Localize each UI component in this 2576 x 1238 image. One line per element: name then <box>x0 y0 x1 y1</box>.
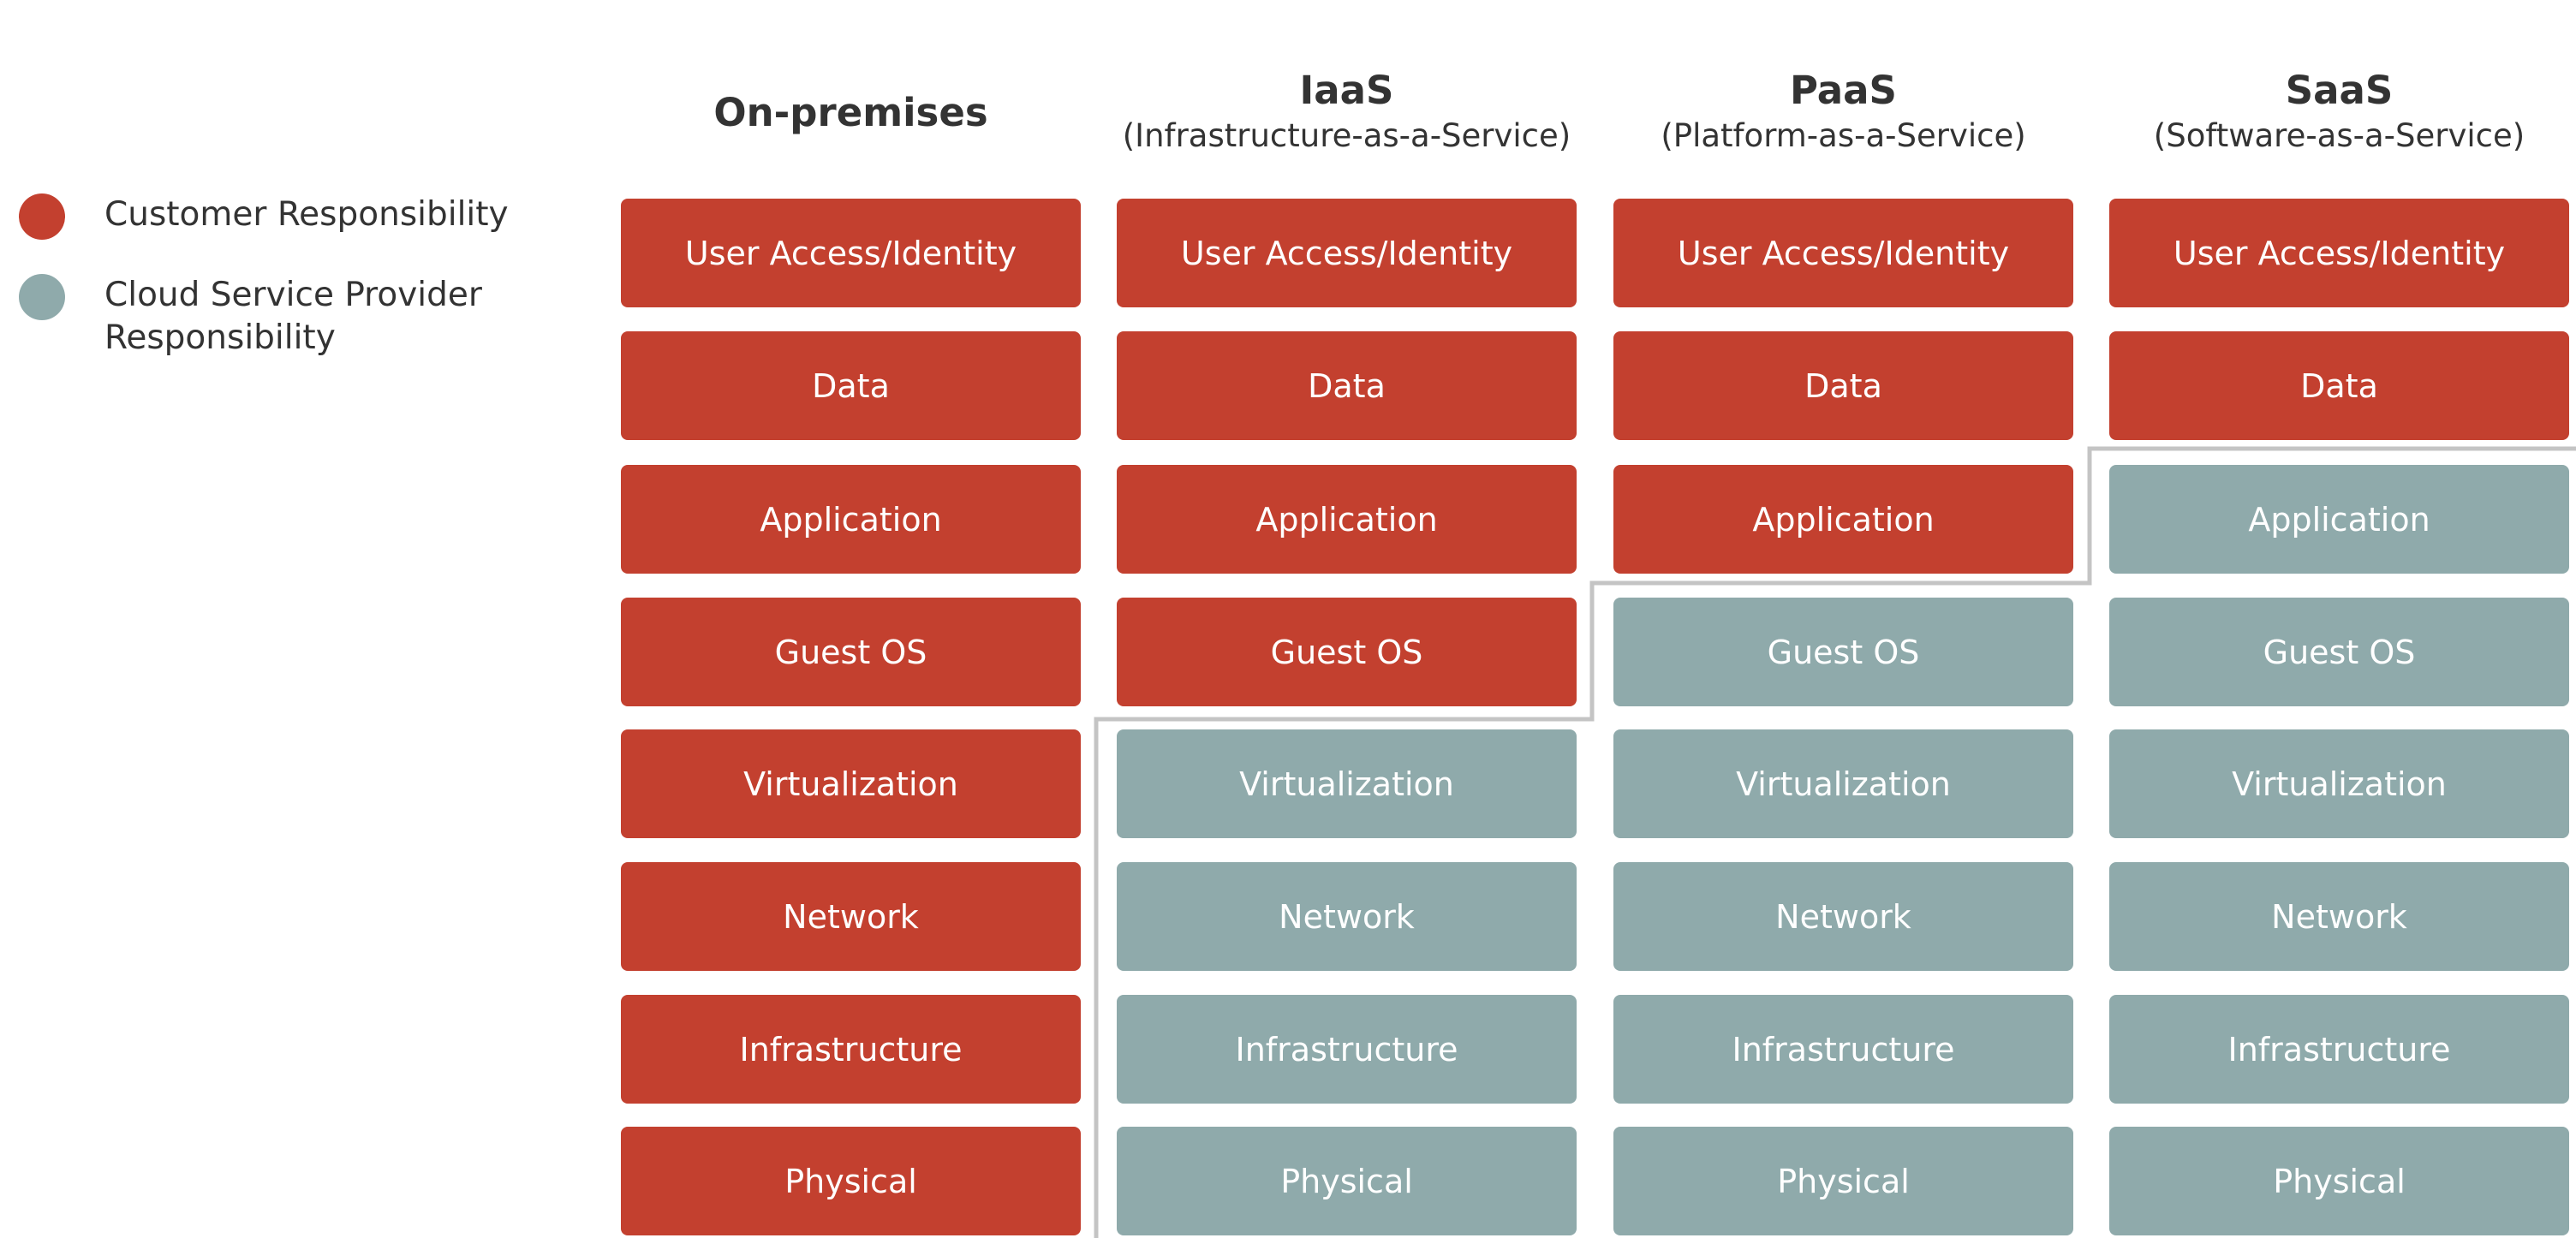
layer-box-customer: Network <box>621 862 1081 971</box>
layer-box-customer: Data <box>621 331 1081 440</box>
layer-box-customer: Data <box>1613 331 2073 440</box>
legend-item-customer: Customer Responsibility <box>19 193 550 240</box>
column-title: PaaS <box>1790 68 1897 113</box>
column-subtitle: (Platform-as-a-Service) <box>1661 117 2026 154</box>
column-subtitle: (Software-as-a-Service) <box>2153 117 2525 154</box>
column-title: SaaS <box>2285 68 2394 113</box>
column-title: On-premises <box>713 90 988 135</box>
layer-box-provider: Guest OS <box>1613 598 2073 706</box>
layer-box-provider: Infrastructure <box>1117 995 1577 1104</box>
layer-box-customer: User Access/Identity <box>2109 199 2569 307</box>
layer-box-customer: Infrastructure <box>621 995 1081 1104</box>
layer-box-provider: Guest OS <box>2109 598 2569 706</box>
column-header: IaaS (Infrastructure-as-a-Service) <box>1117 67 1577 158</box>
legend-label: Customer Responsibility <box>104 195 509 234</box>
column-subtitle: (Infrastructure-as-a-Service) <box>1122 117 1571 154</box>
legend-item-provider: Cloud Service Provider Responsibility <box>19 274 550 360</box>
layer-box-provider: Network <box>1613 862 2073 971</box>
layer-box-customer: Application <box>1613 465 2073 574</box>
layer-box-provider: Physical <box>1117 1127 1577 1235</box>
layer-box-customer: User Access/Identity <box>1117 199 1577 307</box>
legend-dot-icon <box>19 193 65 240</box>
layer-box-provider: Network <box>2109 862 2569 971</box>
layer-box-customer: Guest OS <box>1117 598 1577 706</box>
layer-box-customer: User Access/Identity <box>1613 199 2073 307</box>
layer-box-customer: User Access/Identity <box>621 199 1081 307</box>
layer-box-provider: Virtualization <box>2109 729 2569 838</box>
layer-box-customer: Guest OS <box>621 598 1081 706</box>
layer-box-customer: Data <box>2109 331 2569 440</box>
layer-box-provider: Infrastructure <box>2109 995 2569 1104</box>
layer-box-provider: Application <box>2109 465 2569 574</box>
layer-box-customer: Virtualization <box>621 729 1081 838</box>
column-header: SaaS (Software-as-a-Service) <box>2109 67 2569 158</box>
column-header: On-premises <box>621 89 1081 137</box>
layer-box-customer: Application <box>1117 465 1577 574</box>
legend-label: Cloud Service Provider Responsibility <box>104 276 482 357</box>
layer-box-customer: Application <box>621 465 1081 574</box>
layer-box-customer: Physical <box>621 1127 1081 1235</box>
layer-box-provider: Physical <box>1613 1127 2073 1235</box>
legend-dot-icon <box>19 274 65 320</box>
layer-box-provider: Virtualization <box>1613 729 2073 838</box>
layer-box-customer: Data <box>1117 331 1577 440</box>
column-header: PaaS (Platform-as-a-Service) <box>1613 67 2073 158</box>
layer-box-provider: Virtualization <box>1117 729 1577 838</box>
layer-box-provider: Infrastructure <box>1613 995 2073 1104</box>
layer-box-provider: Network <box>1117 862 1577 971</box>
layer-box-provider: Physical <box>2109 1127 2569 1235</box>
column-title: IaaS <box>1299 68 1394 113</box>
